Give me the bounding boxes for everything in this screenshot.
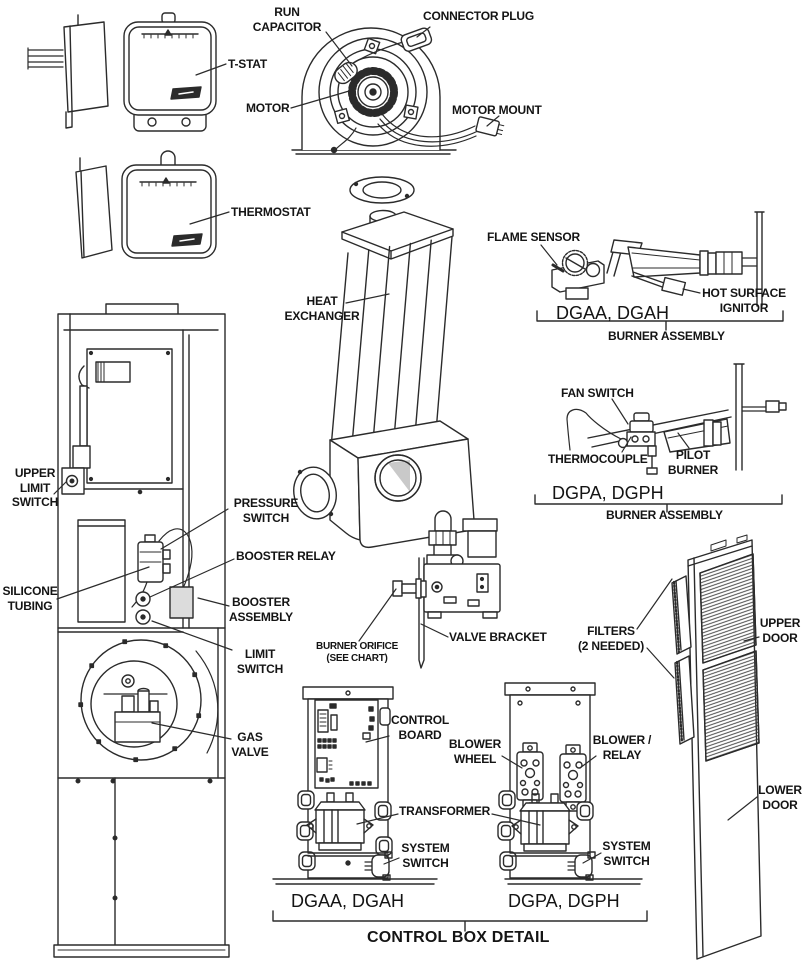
label-silicone-tubing: SILICONE TUBING	[2, 584, 58, 613]
label-fan-switch: FAN SWITCH	[561, 386, 634, 400]
label-burner-assembly-dgaa: BURNER ASSEMBLY	[608, 329, 725, 343]
label-burner-orifice: BURNER ORIFICE (SEE CHART)	[316, 641, 398, 665]
label-heat-exchanger: HEAT EXCHANGER	[284, 294, 360, 323]
furnace-cabinet-drawing	[53, 303, 230, 958]
label-run-capacitor: RUN CAPACITOR	[252, 5, 322, 34]
label-limit-switch: LIMIT SWITCH	[236, 647, 284, 676]
label-system-switch-dgpa: SYSTEM SWITCH	[602, 839, 651, 868]
label-thermostat: THERMOSTAT	[231, 205, 311, 219]
tstat-backplate-drawing	[27, 14, 109, 129]
bracket-dgaa	[536, 310, 784, 331]
gas-valve-detail-drawing	[392, 510, 501, 669]
label-t-stat: T-STAT	[228, 57, 268, 71]
burner-assembly-dgpa-drawing	[566, 363, 787, 475]
label-motor-mount: MOTOR MOUNT	[452, 103, 542, 117]
control-box-dgaa-drawing	[272, 686, 438, 885]
heat-exchanger-drawing	[293, 176, 475, 549]
leader-lines	[53, 26, 760, 865]
label-control-board: CONTROL BOARD	[391, 713, 449, 742]
label-models-dgaa-burner: DGAA, DGAH	[556, 303, 670, 323]
label-gas-valve: GAS VALVE	[231, 730, 269, 759]
label-booster-assembly: BOOSTER ASSEMBLY	[229, 595, 293, 624]
label-transformer: TRANSFORMER	[399, 804, 491, 818]
label-upper-limit-switch: UPPER LIMIT SWITCH	[11, 466, 59, 510]
blower-assembly-drawing	[291, 27, 505, 155]
filters-drawing	[671, 575, 695, 745]
burner-assembly-dgaa-drawing	[551, 211, 765, 307]
diagram-caption: CONTROL BOX DETAIL	[367, 929, 550, 946]
label-models-dgpa-control-box: DGPA, DGPH	[508, 891, 620, 911]
motor-mount-plug-drawing	[475, 116, 505, 137]
bracket-dgpa	[534, 494, 783, 513]
label-valve-bracket: VALVE BRACKET	[449, 630, 547, 644]
label-booster-relay: BOOSTER RELAY	[236, 549, 336, 563]
connector-plug-drawing	[400, 27, 433, 52]
label-connector-plug: CONNECTOR PLUG	[423, 9, 534, 23]
label-pilot-burner: PILOT BURNER	[667, 448, 719, 477]
tstat-drawing	[123, 12, 217, 132]
label-thermocouple: THERMOCOUPLE	[548, 452, 648, 466]
label-pressure-switch: PRESSURE SWITCH	[233, 496, 299, 525]
thermostat-backplate-drawing	[75, 157, 113, 259]
label-lower-door: LOWER DOOR	[758, 783, 802, 812]
label-system-switch-dgaa: SYSTEM SWITCH	[401, 841, 450, 870]
bracket-control-box	[272, 910, 648, 932]
label-upper-door: UPPER DOOR	[759, 616, 801, 645]
label-models-dgpa-burner: DGPA, DGPH	[552, 483, 664, 503]
label-motor: MOTOR	[246, 101, 290, 115]
label-burner-assembly-dgpa: BURNER ASSEMBLY	[606, 508, 723, 522]
label-hot-surface-ignitor: HOT SURFACE IGNITOR	[702, 286, 786, 315]
label-flame-sensor: FLAME SENSOR	[487, 230, 580, 244]
label-filters: FILTERS (2 NEEDED)	[577, 624, 644, 653]
port-gasket-drawing	[293, 466, 337, 520]
door-panel-drawing	[687, 534, 762, 960]
label-blower-relay: BLOWER / RELAY	[592, 733, 652, 762]
thermostat-drawing	[121, 150, 217, 259]
label-models-dgaa-control-box: DGAA, DGAH	[291, 891, 405, 911]
run-capacitor-drawing	[334, 61, 358, 85]
label-blower-wheel: BLOWER WHEEL	[448, 737, 502, 766]
control-box-dgpa-drawing	[497, 682, 643, 885]
